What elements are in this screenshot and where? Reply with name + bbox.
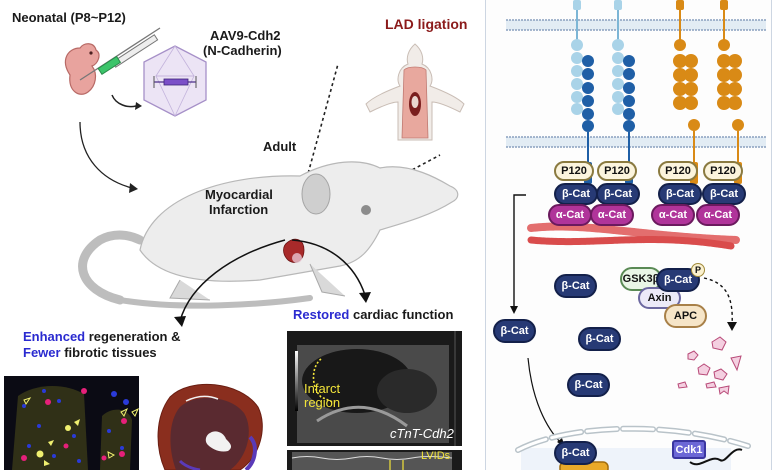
regeneration-text: regeneration & — [85, 329, 181, 344]
arrow-icon — [111, 94, 137, 108]
adult-label: Adult — [263, 139, 297, 154]
cardiac-function-text: cardiac function — [349, 307, 454, 322]
zoom-dashed-lines — [293, 63, 441, 233]
mi-label-line2: Infarction — [209, 202, 269, 217]
vector-label-line1: AAV9-Cdh2 — [210, 28, 281, 43]
beta-catenin-junction-2: β-Cat — [596, 183, 640, 205]
vector-label-line2: (N-Cadherin) — [203, 43, 282, 58]
degradation-arrow — [703, 277, 733, 326]
lad-ligation-label: LAD ligation — [385, 16, 468, 32]
free-beta-catenin-4: β-Cat — [567, 373, 610, 397]
apc-protein: APC — [664, 304, 707, 328]
p120-4: P120 — [703, 161, 743, 181]
alpha-catenin-3: α-Cat — [651, 204, 695, 226]
echocardiogram-mmode — [287, 450, 462, 470]
cdk1-gene-product: Cdk1 — [672, 440, 706, 459]
actin-filament — [527, 222, 740, 250]
lad-surgery-mouse-illustration — [365, 43, 465, 141]
nuclear-translocation-arrow — [527, 357, 563, 445]
nuclear-beta-catenin: β-Cat — [554, 441, 597, 465]
right-panel-signaling: P120 P120 P120 P120 β-Cat β-Cat β-Cat β-… — [485, 0, 772, 470]
cell-membrane-bottom — [506, 136, 766, 148]
release-arrow — [513, 194, 526, 310]
cell-membrane-top — [506, 19, 766, 31]
alpha-catenin-4: α-Cat — [696, 204, 740, 226]
alpha-catenin-2: α-Cat — [590, 204, 634, 226]
free-beta-catenin-3: β-Cat — [578, 327, 621, 351]
phosphate-icon: P — [691, 263, 705, 277]
trichrome-heart-section — [157, 383, 263, 470]
cardiac-outcome-text: Restored cardiac function — [293, 307, 453, 322]
beta-catenin-junction-3: β-Cat — [658, 183, 702, 205]
echocardiogram-bmode — [287, 331, 462, 446]
dna-strand — [689, 448, 743, 466]
p120-1: P120 — [554, 161, 594, 181]
outcome-arrows — [174, 239, 371, 327]
neonatal-mouse-injection-illustration — [65, 27, 161, 110]
n-cadherin-dimer-2 — [717, 0, 744, 184]
free-beta-catenin-1: β-Cat — [554, 274, 597, 298]
p120-3: P120 — [658, 161, 698, 181]
cadherin-pathway-diagram — [506, 0, 766, 470]
restored-highlight: Restored — [293, 307, 350, 322]
aav-capsid-icon — [143, 45, 207, 117]
alpha-catenin-1: α-Cat — [548, 204, 592, 226]
genotype-label: cTnT-Cdh2 — [390, 426, 454, 441]
fluorescence-micrograph — [4, 376, 139, 470]
free-beta-catenin-2: β-Cat — [493, 319, 536, 343]
fewer-highlight: Fewer — [23, 345, 61, 360]
enhanced-highlight: Enhanced — [23, 329, 86, 344]
regeneration-outcome-line1: Enhanced regeneration & — [23, 329, 180, 344]
neonatal-label: Neonatal (P8~P12) — [12, 10, 126, 25]
lvids-label: LVIDs — [421, 450, 451, 462]
fibrotic-text: fibrotic tissues — [60, 345, 157, 360]
degraded-fragments — [677, 336, 742, 395]
beta-catenin-junction-4: β-Cat — [702, 183, 746, 205]
infarct-region-label: Infarct region — [304, 382, 340, 410]
arrow-to-cardiac-function — [291, 239, 366, 296]
nuclear-envelope — [515, 425, 751, 470]
syringe-icon — [79, 27, 161, 81]
regeneration-outcome-line2: Fewer fibrotic tissues — [23, 345, 157, 360]
infarct-outline — [312, 358, 336, 404]
infarct-label-line2: region — [304, 395, 341, 410]
mi-label-line1: Myocardial — [205, 187, 273, 202]
curved-arrow-icon — [79, 121, 138, 193]
beta-catenin-phosphorylated: β-Cat — [656, 268, 700, 292]
arrow-to-regeneration — [179, 239, 286, 322]
beta-catenin-junction-1: β-Cat — [554, 183, 598, 205]
cadherin-dimer-blue-2 — [612, 0, 635, 184]
adult-mouse-illustration — [78, 161, 459, 309]
p120-2: P120 — [597, 161, 637, 181]
infarct-label-line1: Infarct — [304, 381, 341, 396]
neonatal-pup-icon — [65, 43, 100, 95]
heart-infarct-icon — [283, 238, 305, 263]
